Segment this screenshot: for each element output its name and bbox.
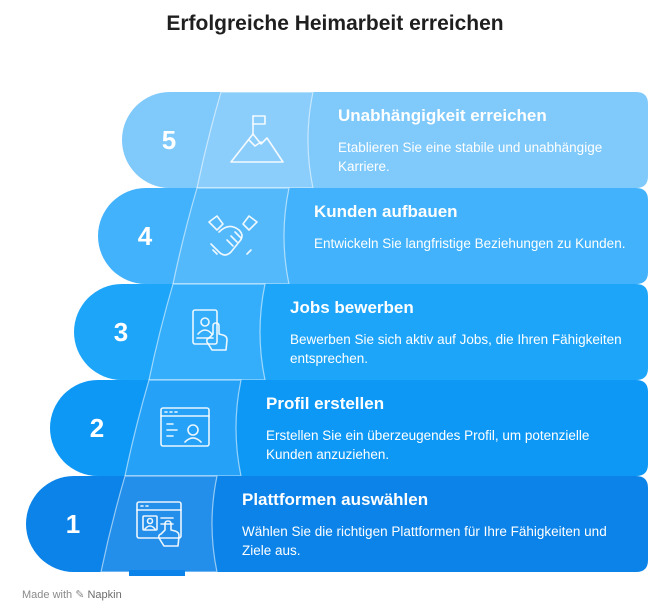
handshake-icon	[208, 215, 258, 256]
step-description: Wählen Sie die richtigen Plattformen für…	[242, 524, 607, 558]
footer-made-with: Made with	[22, 589, 73, 601]
step-number: 4	[137, 221, 153, 251]
step-description: Etablieren Sie eine stabile und unabhäng…	[338, 140, 603, 174]
step-description: Bewerben Sie sich aktiv auf Jobs, die Ih…	[290, 332, 622, 366]
step-number: 3	[113, 317, 129, 347]
step-1-icon-panel	[100, 475, 218, 573]
mountain-flag-icon	[230, 115, 284, 163]
step-4	[98, 187, 648, 285]
step-description: Entwickeln Sie langfristige Beziehungen …	[314, 236, 626, 251]
footer-brand: Napkin	[87, 589, 122, 601]
step-3	[74, 283, 648, 381]
platform-select-icon	[136, 501, 182, 547]
step-title: Profil erstellen	[266, 394, 385, 413]
step-4-band	[98, 188, 648, 284]
footer: Made with ✎ Napkin	[22, 588, 122, 601]
step-1	[26, 475, 648, 573]
step-2	[50, 379, 648, 477]
profile-browser-icon	[160, 407, 210, 447]
step-title: Unabhängigkeit erreichen	[338, 106, 547, 125]
page-title: Erfolgreiche Heimarbeit erreichen	[166, 12, 504, 35]
napkin-logo-icon: ✎	[75, 589, 85, 601]
step-2-band	[50, 380, 648, 476]
step-5	[122, 91, 648, 189]
step-number: 5	[161, 125, 177, 155]
step-number: 1	[65, 509, 81, 539]
step-description: Erstellen Sie ein überzeugendes Profil, …	[266, 428, 590, 462]
step-number: 2	[89, 413, 105, 443]
step-title: Kunden aufbauen	[314, 202, 458, 221]
step-3-band	[74, 284, 648, 380]
step-1-band	[26, 476, 648, 572]
touch-profile-card-icon	[192, 309, 228, 351]
base-stem	[129, 570, 185, 576]
step-title: Jobs bewerben	[290, 298, 414, 317]
step-title: Plattformen auswählen	[242, 490, 429, 509]
